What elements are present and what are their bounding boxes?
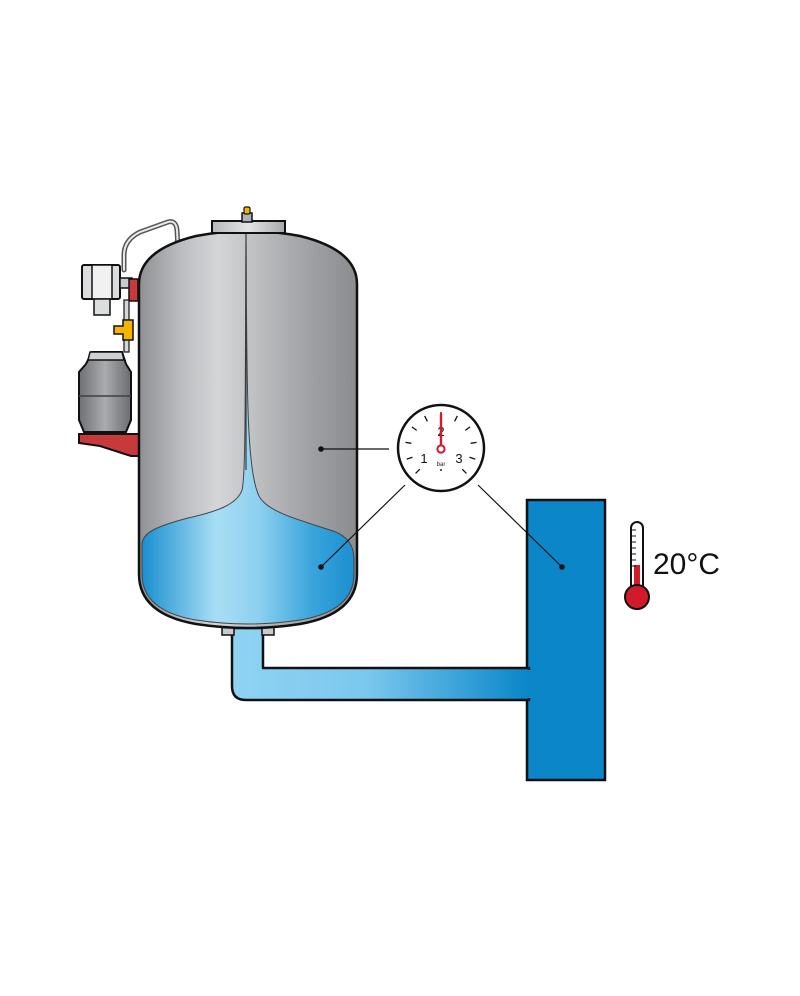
thermometer-ticks [631, 529, 636, 567]
callout-distribution-pipe [477, 484, 563, 568]
gauge-needle-hub [436, 444, 446, 454]
temperature-reading: 20°C [653, 548, 720, 581]
piping [221, 498, 607, 782]
gauge-tick [406, 456, 413, 460]
callout-water-chamber [320, 484, 406, 568]
air-valve-cap [243, 206, 251, 215]
gauge-label-3: 3 [455, 451, 462, 466]
thermometer-icon: 20°C [624, 521, 720, 610]
bypass-tube-highlight [123, 220, 179, 271]
gauge-callouts [318, 446, 565, 570]
expansion-tank [137, 206, 359, 630]
pressure-gauge: 1 2 3 bar [396, 403, 486, 493]
gauge-tick [411, 426, 418, 431]
gauge-unit-dot [440, 469, 442, 471]
pressure-switch-stem [93, 298, 111, 316]
gauge-unit-label: bar [437, 462, 446, 468]
thermometer-mercury [634, 565, 640, 593]
distribution-main-pipe [525, 498, 607, 782]
callout-dot-pipe [559, 564, 565, 570]
callout-dot-air [318, 446, 324, 452]
yellow-valve-icon [113, 319, 134, 341]
gauge-tick [469, 456, 476, 460]
gauge-tick [470, 441, 477, 444]
water-chamber [141, 235, 355, 625]
gauge-tick [424, 415, 428, 422]
pump-compressor [78, 351, 132, 433]
pressure-switch-cover [91, 264, 113, 300]
gauge-tick [405, 441, 412, 444]
pipe-joint-cover [526, 670, 532, 698]
mounting-bracket-red [78, 433, 142, 457]
callout-dot-water [318, 564, 324, 570]
gauge-label-1: 1 [420, 451, 427, 466]
gauge-tick [464, 426, 471, 431]
tank-accessories [78, 219, 181, 457]
sensor-port-red [128, 278, 139, 302]
gauge-tick [415, 468, 421, 474]
top-flange [211, 220, 286, 234]
gauge-tick [454, 415, 458, 422]
gauge-tick [461, 468, 467, 474]
thermometer-bulb [624, 584, 650, 610]
pump-top-cap [87, 351, 125, 361]
connection-pipe [230, 626, 531, 702]
